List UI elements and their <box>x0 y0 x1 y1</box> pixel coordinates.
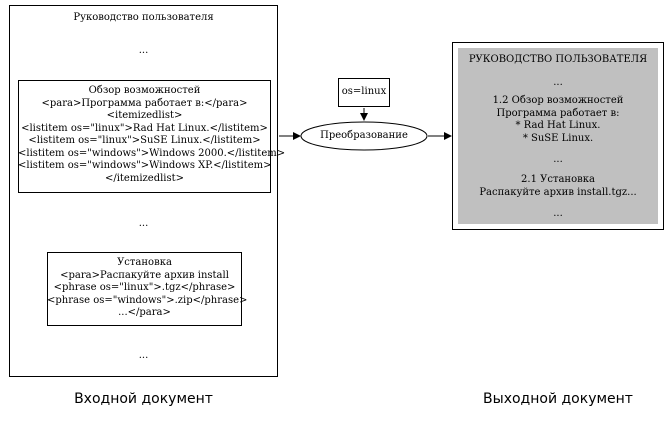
output-ellipsis-3: ... <box>553 208 563 219</box>
input-ellipsis-3: ... <box>138 350 149 361</box>
output-overview-line: Программа работает в: <box>496 107 620 119</box>
param-box <box>338 78 390 107</box>
output-section-overview: 1.2 Обзор возможностей Программа работае… <box>458 95 658 145</box>
output-document-title: РУКОВОДСТВО ПОЛЬЗОВАТЕЛЯ <box>468 54 648 65</box>
input-section-install-text: Установка <para>Распакуйте архив install… <box>47 257 248 320</box>
install-line: ...</para> <box>118 307 171 318</box>
overview-line: <itemizedlist> <box>106 110 183 121</box>
input-section-overview <box>18 80 271 193</box>
output-install-line: Распакуйте архив install.tgz... <box>479 186 637 198</box>
install-line: <para>Распакуйте архив install <box>60 269 229 281</box>
install-line: <phrase os="windows">.zip</phrase> <box>47 294 248 306</box>
overview-line: <listitem os="windows">Windows 2000.</li… <box>18 147 286 159</box>
input-ellipsis-1: ... <box>138 45 149 56</box>
output-ellipsis-2: ... <box>553 154 563 165</box>
overview-line: <listitem os="windows">Windows XP.</list… <box>18 160 272 171</box>
output-section-install: 2.1 Установка Распакуйте архив install.t… <box>458 174 658 199</box>
output-ellipsis-1: ... <box>553 77 563 88</box>
input-section-install <box>47 252 242 326</box>
transform-node <box>300 121 428 151</box>
output-install-line: 2.1 Установка <box>521 174 595 185</box>
overview-line: </itemizedlist> <box>104 172 185 184</box>
overview-line: <para>Программа работает в:</para> <box>41 97 248 109</box>
overview-line: Обзор возможностей <box>88 85 201 96</box>
output-document-caption: Выходной документ <box>483 391 633 407</box>
param-label: os=linux <box>341 86 387 97</box>
output-document-page <box>458 48 658 224</box>
install-line: <phrase os="linux">.tgz</phrase> <box>53 282 236 293</box>
output-overview-line: 1.2 Обзор возможностей <box>492 95 624 106</box>
install-line: Установка <box>117 257 172 268</box>
transform-label: Преобразование <box>320 130 408 141</box>
output-overview-line: * SuSE Linux. <box>522 132 594 144</box>
input-section-overview-text: Обзор возможностей <para>Программа работ… <box>18 85 286 185</box>
input-ellipsis-2: ... <box>138 218 149 229</box>
overview-line: <listitem os="linux">Rad Hat Linux.</lis… <box>21 122 268 134</box>
output-overview-line: * Rad Hat Linux. <box>515 120 601 131</box>
input-document-title: Руководство пользователя <box>73 12 214 23</box>
input-document-caption: Входной документ <box>74 391 213 407</box>
overview-line: <listitem os="linux">SuSE Linux.</listit… <box>28 135 261 146</box>
